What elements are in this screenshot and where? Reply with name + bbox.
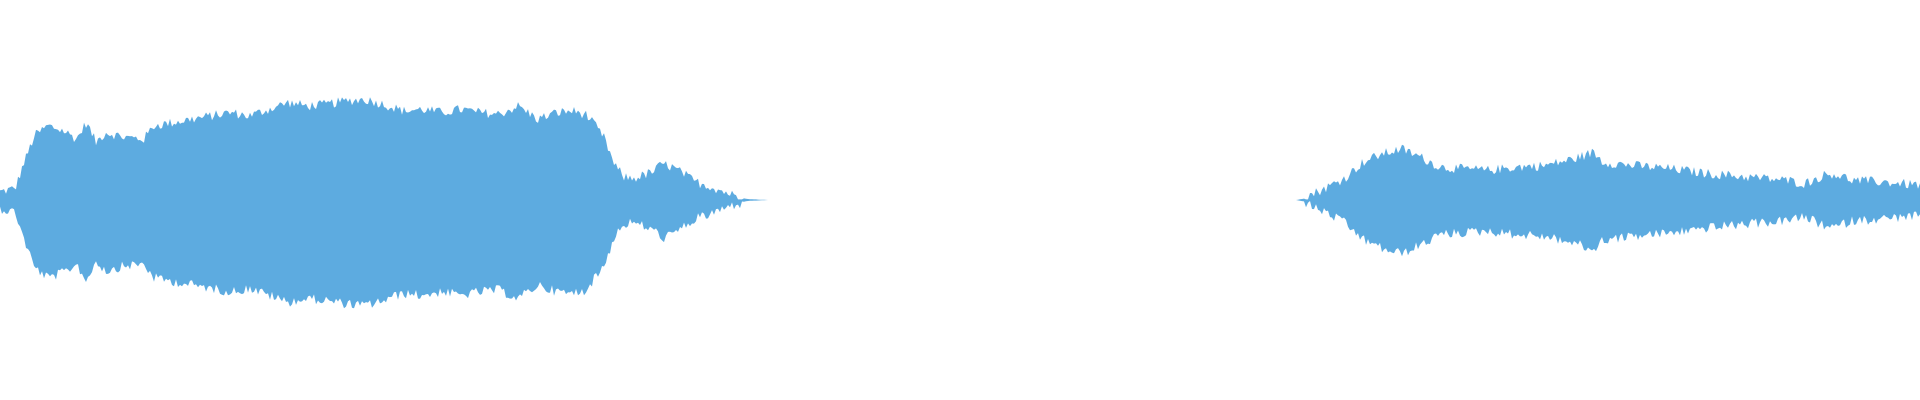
waveform-shape bbox=[0, 97, 1920, 309]
